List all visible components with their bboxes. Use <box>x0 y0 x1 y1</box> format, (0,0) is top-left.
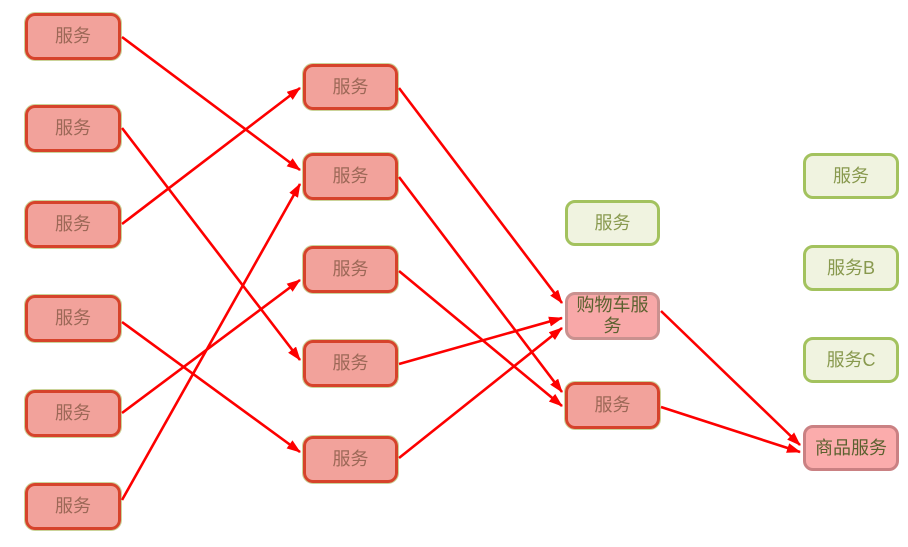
node-c1-s4[interactable]: 服务 <box>24 294 122 343</box>
edge-cart-to-product[interactable] <box>660 310 801 446</box>
edge-c2-s1-to-cart[interactable] <box>397 87 564 304</box>
edge-c2-s4-to-cart[interactable] <box>398 316 563 366</box>
edge-c1-s1-to-c2-s2[interactable] <box>121 35 301 172</box>
node-c2-s1[interactable]: 服务 <box>302 63 399 111</box>
node-c1-s3[interactable]: 服务 <box>24 200 122 249</box>
node-c1-s5[interactable]: 服务 <box>24 389 122 438</box>
edge-c1-s2-to-c2-s4[interactable] <box>120 127 302 361</box>
node-c1-s1[interactable]: 服务 <box>24 12 122 61</box>
node-product[interactable]: 商品服务 <box>803 425 899 471</box>
node-c1-s6[interactable]: 服务 <box>24 482 122 531</box>
node-c2-s2[interactable]: 服务 <box>302 152 399 201</box>
edge-c2-s5-to-cart[interactable] <box>398 326 563 460</box>
node-c3-green[interactable]: 服务 <box>565 200 660 246</box>
node-cart[interactable]: 购物车服务 <box>565 292 660 340</box>
edge-c1-s6-to-c2-s2[interactable] <box>120 183 302 501</box>
edge-c1-s5-to-c2-s3[interactable] <box>121 278 301 415</box>
edge-c1-s3-to-c2-s1[interactable] <box>121 86 301 226</box>
edge-c1-s4-to-c2-s5[interactable] <box>121 320 301 454</box>
node-c1-s2[interactable]: 服务 <box>24 104 122 153</box>
node-c4-greenC[interactable]: 服务C <box>803 337 899 383</box>
node-c4-greenB[interactable]: 服务B <box>803 245 899 291</box>
node-c3-red[interactable]: 服务 <box>564 381 661 430</box>
edge-c2-s2-to-c3-red[interactable] <box>397 176 564 393</box>
edge-c2-s3-to-c3-red[interactable] <box>398 269 563 408</box>
node-c2-s3[interactable]: 服务 <box>302 245 399 294</box>
node-c2-s5[interactable]: 服务 <box>302 435 399 484</box>
node-c4-green1[interactable]: 服务 <box>803 153 899 199</box>
edge-c3-red-to-product[interactable] <box>660 405 801 454</box>
node-c2-s4[interactable]: 服务 <box>302 339 399 388</box>
